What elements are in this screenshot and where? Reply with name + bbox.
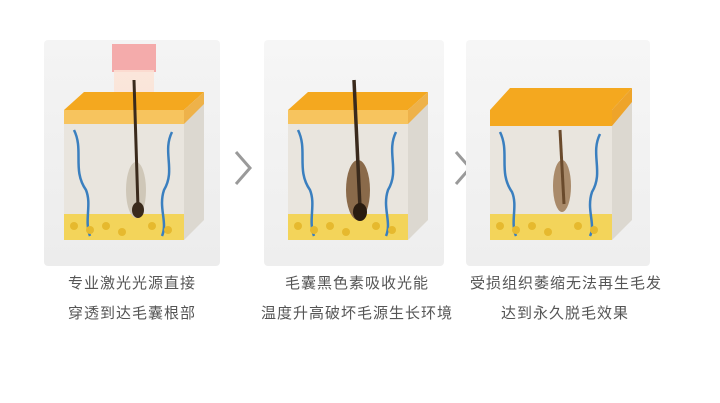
damaged-follicle-illustration <box>490 88 632 240</box>
laser-penetrating-skin-illustration <box>64 44 204 240</box>
step-3-panel <box>466 40 650 266</box>
step-3-caption: 受损组织萎缩无法再生毛发 达到永久脱毛效果 <box>470 268 663 328</box>
step-1-caption-line-2: 穿透到达毛囊根部 <box>67 304 196 322</box>
chevron-right-icon <box>234 151 252 185</box>
step-3-caption-line-1: 受损组织萎缩无法再生毛发 <box>470 274 663 292</box>
step-2-panel <box>264 40 444 266</box>
step-1-panel <box>44 40 220 266</box>
step-2-caption-line-2: 温度升高破坏毛源生长环境 <box>260 304 453 322</box>
step-3-caption-line-2: 达到永久脱毛效果 <box>500 304 629 322</box>
step-1-caption: 专业激光光源直接 穿透到达毛囊根部 <box>52 268 212 328</box>
step-1-caption-line-1: 专业激光光源直接 <box>67 274 196 292</box>
step-2-caption: 毛囊黑色素吸收光能 温度升高破坏毛源生长环境 <box>257 268 457 328</box>
step-2-caption-line-1: 毛囊黑色素吸收光能 <box>284 274 429 292</box>
follicle-absorbing-heat-illustration <box>288 79 428 240</box>
